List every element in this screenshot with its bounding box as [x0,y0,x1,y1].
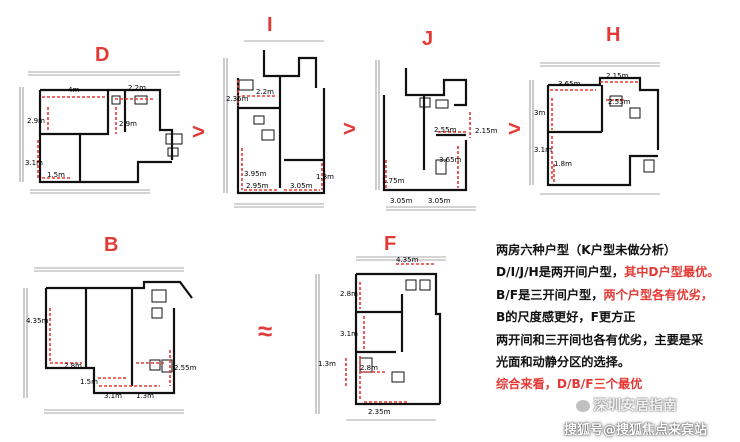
dim-b-1: 4.35m [26,317,49,325]
analysis-panel: 两房六种户型（K户型未做分析） D/I/J/H是两开间户型，其中D户型最优。 B… [496,239,736,396]
dim-h-2: 3.65m [558,80,581,88]
panel-line-2-red: 其中D户型最优。 [624,265,720,280]
dim-d-5: 3.1m [25,159,43,167]
dim-f-5: 2.8m [360,364,378,372]
dim-b-4: 1.5m [80,378,98,386]
wechat-icon [576,400,590,412]
dim-i-1: 2.35m [226,95,249,103]
watermark-bottom: 搜狐号@搜狐焦点来宾站 [564,423,708,438]
plan-label-b: B [104,234,119,256]
dim-f-6: 2.35m [368,408,391,416]
dim-d-4: 2.9m [119,120,137,128]
floor-plan-d: 4m 2.2m 2.9m 2.9m 3.1m 1.5m [19,71,190,197]
dim-j-3: 3.65m [439,156,462,164]
greater-than-arrow-2: > [343,116,356,141]
dim-f-1: 4.35m [396,256,419,264]
panel-line-3-red: 两个户型各有优劣， [603,287,714,302]
dim-j-6: 3.05m [428,197,451,205]
dim-f-3: 3.1m [340,330,358,338]
panel-line-3: B/F是三开间户型，两个户型各有优劣， [496,284,736,306]
plan-label-j: J [422,28,434,50]
plan-label-d: D [95,44,110,66]
watermark-top-text: 深圳安居指南 [593,398,677,414]
panel-line-2: D/I/J/H是两开间户型，其中D户型最优。 [496,261,736,283]
dim-d-2: 2.2m [128,84,146,92]
dim-i-6: 1.8m [316,173,334,181]
plan-label-f: F [384,233,397,255]
panel-line-5: 两开间和三开间也各有优劣，主要是采 [496,332,704,347]
dim-i-2: 2.2m [256,88,274,96]
dim-f-2: 2.8m [340,290,358,298]
panel-line-1: 两房六种户型（K户型未做分析） [496,243,677,257]
dim-d-6: 1.5m [47,171,65,179]
dim-b-5: 3.1m [104,392,122,400]
floor-plan-b: 4.35m 2.8m 2.55m 1.5m 3.1m 1.3m [23,267,210,416]
dim-j-4: 1.75m [382,177,405,185]
panel-line-3-black: B/F是三开间户型， [496,287,604,302]
floor-plan-f: 4.35m 2.8m 3.1m 1.3m 2.8m 2.35m [315,254,456,424]
plan-label-h: H [606,24,621,46]
dim-h-4: 3m [534,109,545,117]
dim-b-3: 2.55m [174,364,197,372]
floor-plan-i: 2.35m 2.2m 3.95m 2.95m 3.05m 1.8m [223,38,336,208]
floor-plan-j: 2.55m 2.15m 3.65m 1.75m 3.05m 3.05m [375,50,498,211]
dim-d-3: 2.9m [27,117,45,125]
dim-h-5: 3.1m [534,146,552,154]
dim-i-4: 2.95m [246,182,269,190]
dim-b-6: 1.3m [136,392,154,400]
panel-line-6: 光面和动静分区的选择。 [496,355,631,370]
dim-f-4: 1.3m [318,360,336,368]
dim-i-5: 3.05m [290,182,313,190]
dim-h-1: 2.15m [606,72,629,80]
dim-d-1: 4m [68,86,79,94]
plan-label-i: I [267,14,273,36]
dim-j-2: 2.15m [475,127,498,135]
watermark-top: 深圳安居指南 [576,395,677,415]
panel-line-4: B的尺度感更好，F更方正 [496,310,636,325]
panel-line-2-black: D/I/J/H是两开间户型， [496,265,625,280]
floor-plan-h: 2.15m 3.65m 2.55m 3m 3.1m 1.8m [529,60,670,200]
dim-b-2: 2.8m [64,362,82,370]
dim-j-5: 3.05m [390,197,413,205]
greater-than-arrow-1: > [192,119,205,144]
dim-j-1: 2.55m [434,126,457,134]
dim-i-3: 3.95m [244,170,267,178]
greater-than-arrow-3: > [508,116,521,141]
panel-line-7: 综合来看，D/B/F三个最优 [496,377,643,392]
dim-h-6: 1.8m [554,160,572,168]
dim-h-3: 2.55m [608,98,631,106]
approx-equal-sign: ≈ [258,316,273,346]
